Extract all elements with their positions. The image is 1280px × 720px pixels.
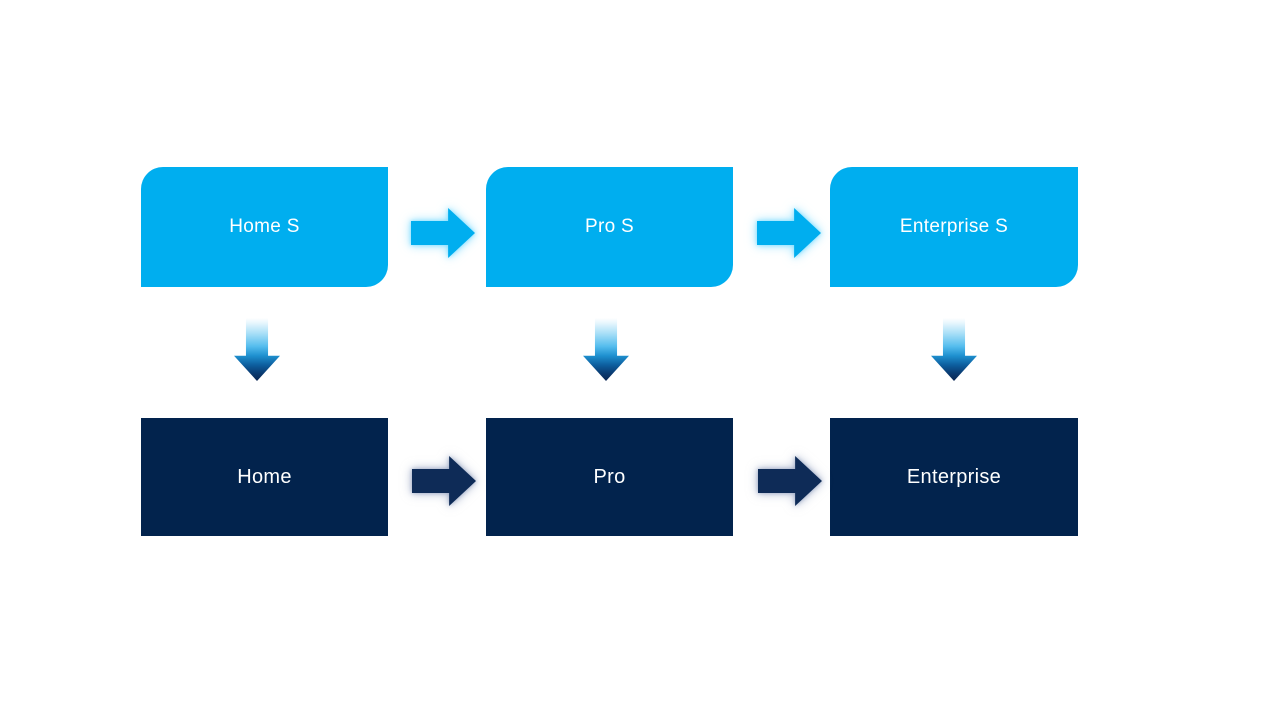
top-box-pro-s-label: Pro S [584,216,635,237]
bottom-box-pro-label: Pro [593,465,626,488]
top-box-home-s: Home S [141,167,388,287]
bottom-box-enterprise: Enterprise [830,418,1078,536]
right-arrow-shape [411,208,475,258]
down-arrow-icon-2 [583,318,629,381]
right-arrow-icon-top-2 [757,208,821,258]
top-box-home-s-label: Home S [229,216,300,237]
right-arrow-shape [757,208,821,258]
top-box-enterprise-s-label: Enterprise S [899,216,1009,237]
right-arrow-icon-bottom-2 [758,456,822,506]
bottom-box-home-label: Home [237,465,292,488]
down-arrow-shape [234,318,280,381]
down-arrow-icon-1 [234,318,280,381]
top-box-pro-s: Pro S [486,167,733,287]
right-arrow-shape [412,456,476,506]
down-arrow-shape [583,318,629,381]
bottom-box-pro: Pro [486,418,733,536]
down-arrow-icon-3 [931,318,977,381]
bottom-box-enterprise-label: Enterprise [906,465,1002,488]
right-arrow-icon-top-1 [411,208,475,258]
right-arrow-icon-bottom-1 [412,456,476,506]
bottom-box-home: Home [141,418,388,536]
down-arrow-shape [931,318,977,381]
right-arrow-shape [758,456,822,506]
top-box-enterprise-s: Enterprise S [830,167,1078,287]
